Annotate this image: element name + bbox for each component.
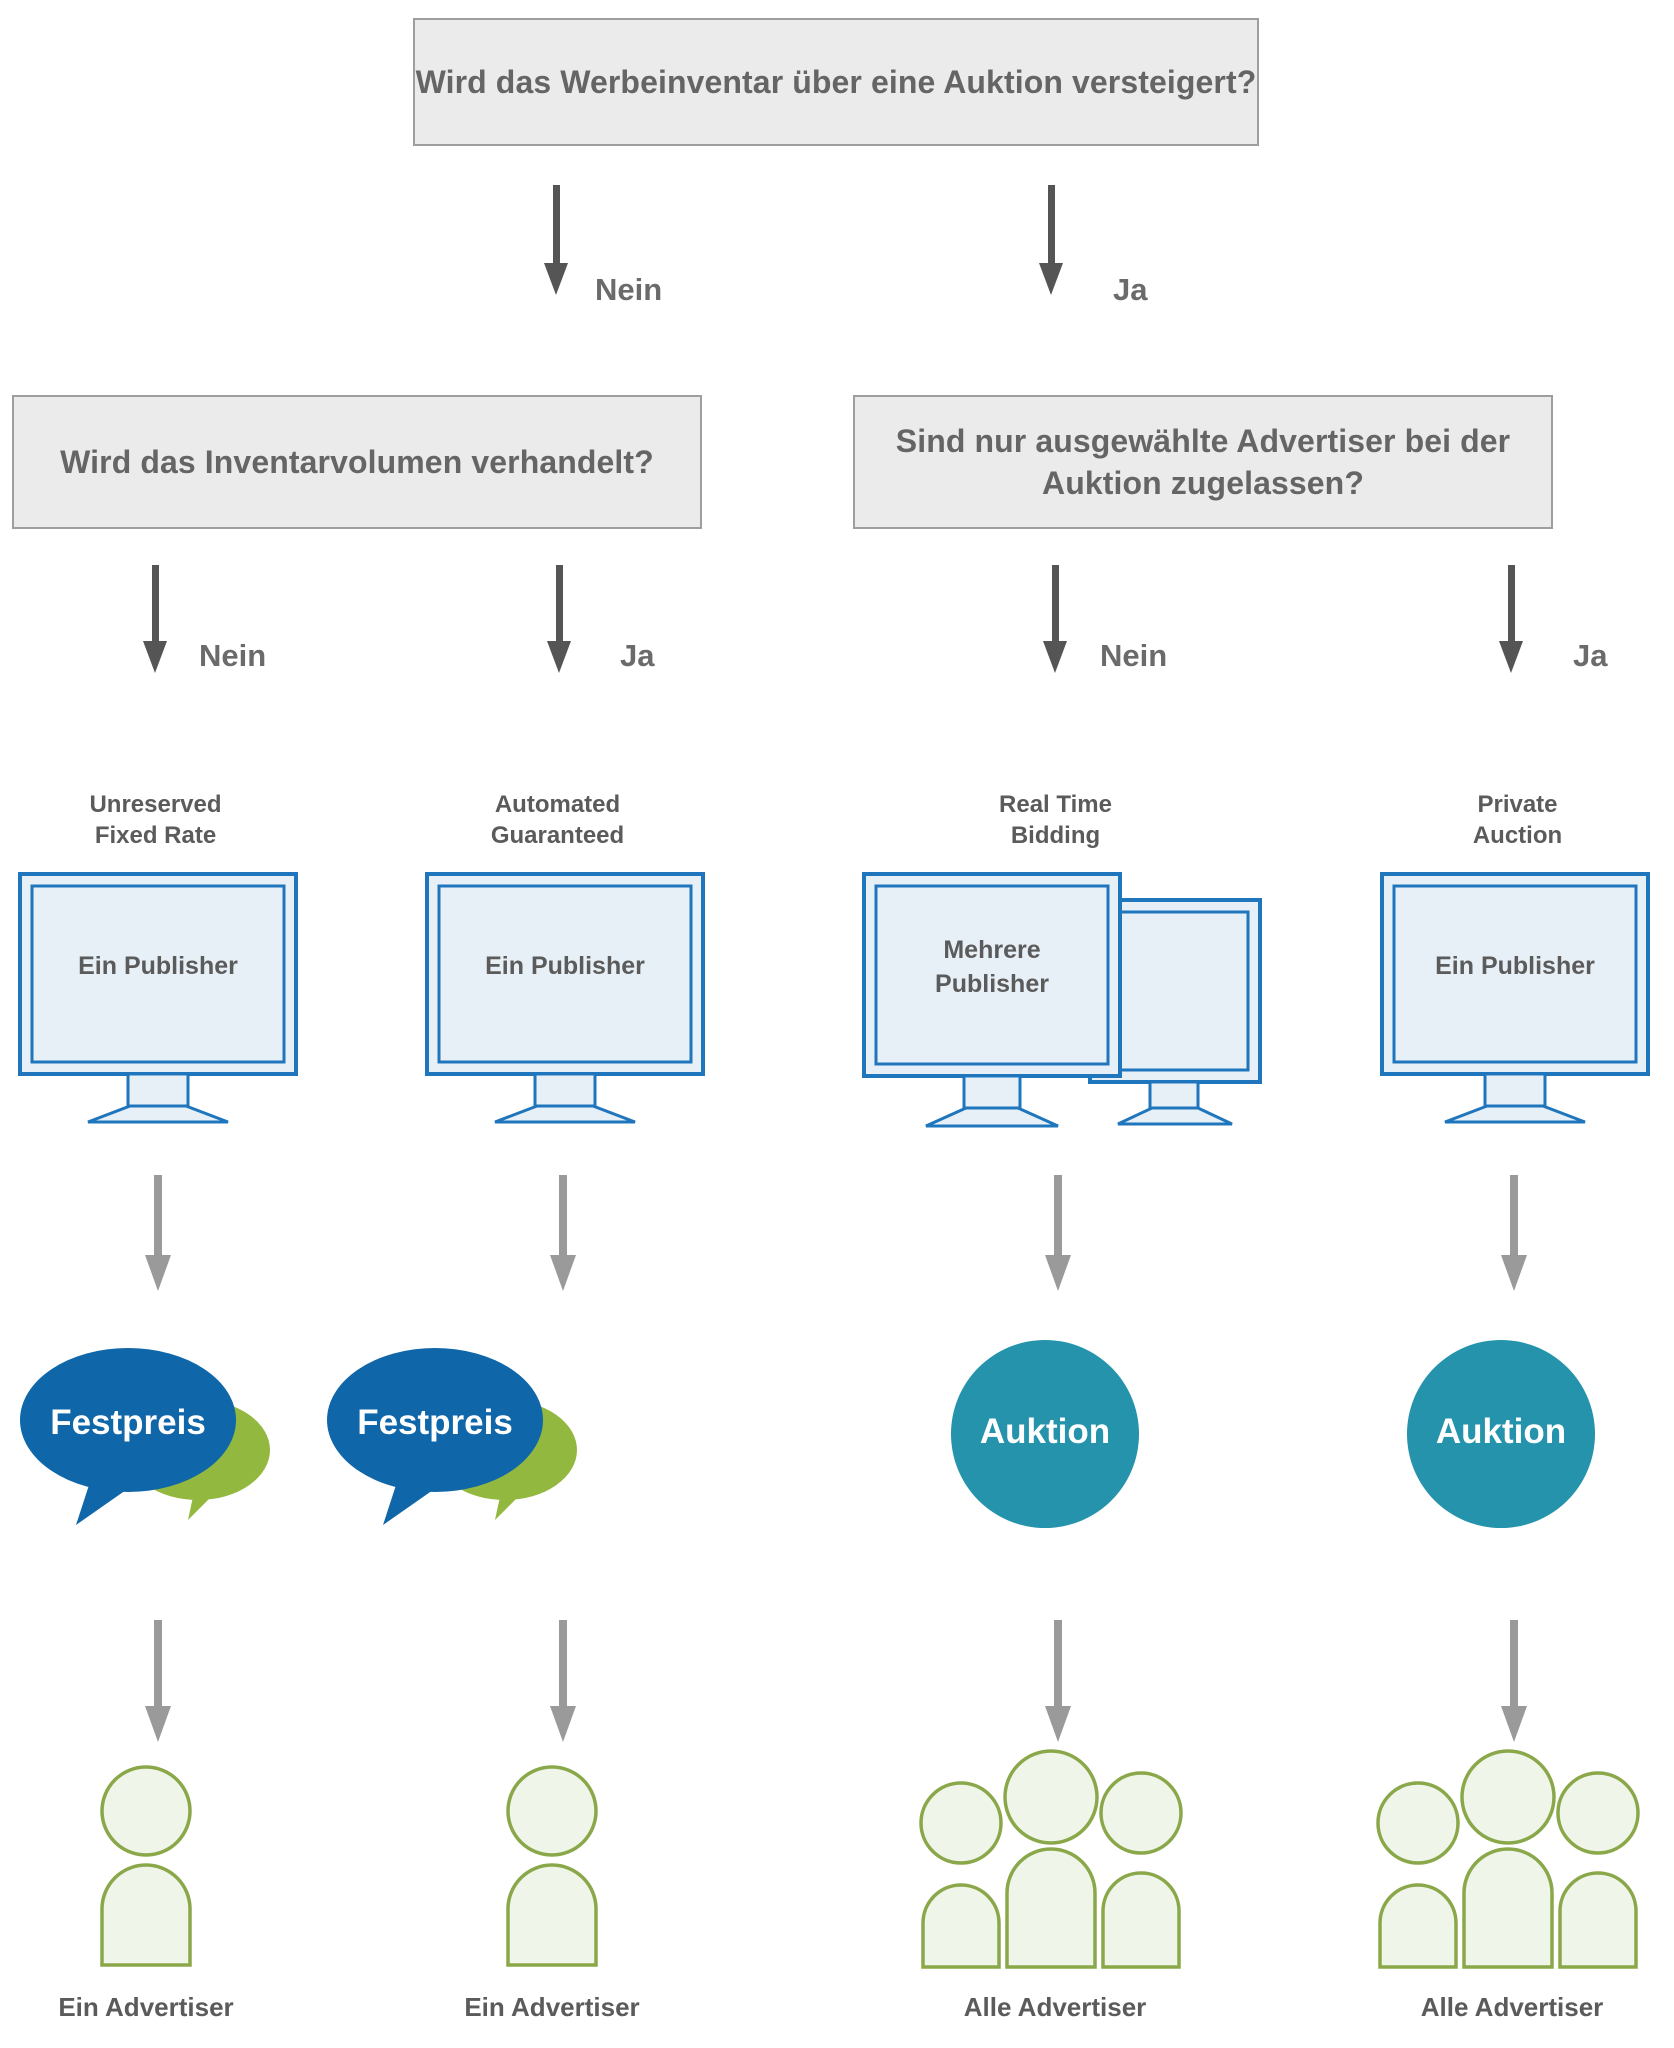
advertiser-label-col2: Ein Advertiser: [464, 1992, 640, 2022]
decision-box-selected-advertisers: Sind nur ausgewählte Advertiser bei der …: [853, 395, 1553, 529]
monitor-icon-col2: Ein Publisher: [425, 872, 705, 1124]
auction-circle-col3: Auktion: [951, 1340, 1139, 1528]
arrow-col4-monitor-to-pricing: [1500, 1175, 1528, 1291]
advertiser-label-col4: Alle Advertiser: [1420, 1992, 1604, 2022]
people-icon-col4: [1372, 1745, 1644, 1969]
edge-label-root-yes: Ja: [1113, 272, 1148, 307]
monitor-icon-col3-multi: Mehrere Publisher: [862, 872, 1262, 1130]
arrow-left-to-col2: [544, 565, 574, 675]
speech-bubbles-col1: Festpreis: [18, 1340, 278, 1525]
column-title-private-auction: Private Auction: [1472, 791, 1563, 849]
decision-box-root: Wird das Werbeinventar über eine Auktion…: [413, 18, 1259, 146]
people-icon-col1: [84, 1765, 208, 1967]
edge-label-left-no: Nein: [199, 638, 267, 673]
arrow-right-to-col3: [1040, 565, 1070, 675]
arrow-right-to-col4: [1496, 565, 1526, 675]
arrow-col1-pricing-to-advertiser: [144, 1620, 172, 1742]
monitor-icon-col1: Ein Publisher: [18, 872, 298, 1124]
edge-label-left-yes: Ja: [620, 638, 655, 673]
advertiser-label-col3: Alle Advertiser: [963, 1992, 1147, 2022]
arrow-left-to-col1: [140, 565, 170, 675]
column-title-unreserved-fixed-rate: Unreserved Fixed Rate: [89, 791, 222, 849]
edge-label-right-yes: Ja: [1573, 638, 1608, 673]
blue-bubble: [327, 1348, 543, 1525]
arrow-root-to-left: [541, 185, 571, 295]
arrow-col3-pricing-to-advertiser: [1044, 1620, 1072, 1742]
advertiser-label-col1: Ein Advertiser: [58, 1992, 234, 2022]
edge-label-root-no: Nein: [595, 272, 663, 307]
arrow-col3-monitor-to-pricing: [1044, 1175, 1072, 1291]
people-icon-col2: [490, 1765, 614, 1967]
monitor-icon-col4: Ein Publisher: [1380, 872, 1650, 1124]
arrow-col1-monitor-to-pricing: [144, 1175, 172, 1291]
column-title-real-time-bidding: Real Time Bidding: [999, 791, 1112, 849]
auction-circle-col4: Auktion: [1407, 1340, 1595, 1528]
arrow-root-to-right: [1036, 185, 1066, 295]
speech-bubbles-col2: Festpreis: [325, 1340, 585, 1525]
edge-label-right-no: Nein: [1100, 638, 1168, 673]
people-icon-col3: [915, 1745, 1187, 1969]
blue-bubble: [20, 1348, 236, 1525]
arrow-col4-pricing-to-advertiser: [1500, 1620, 1528, 1742]
arrow-col2-pricing-to-advertiser: [549, 1620, 577, 1742]
arrow-col2-monitor-to-pricing: [549, 1175, 577, 1291]
decision-box-inventory-volume: Wird das Inventarvolumen verhandelt?: [12, 395, 702, 529]
column-title-automated-guaranteed: Automated Guaranteed: [490, 791, 625, 849]
